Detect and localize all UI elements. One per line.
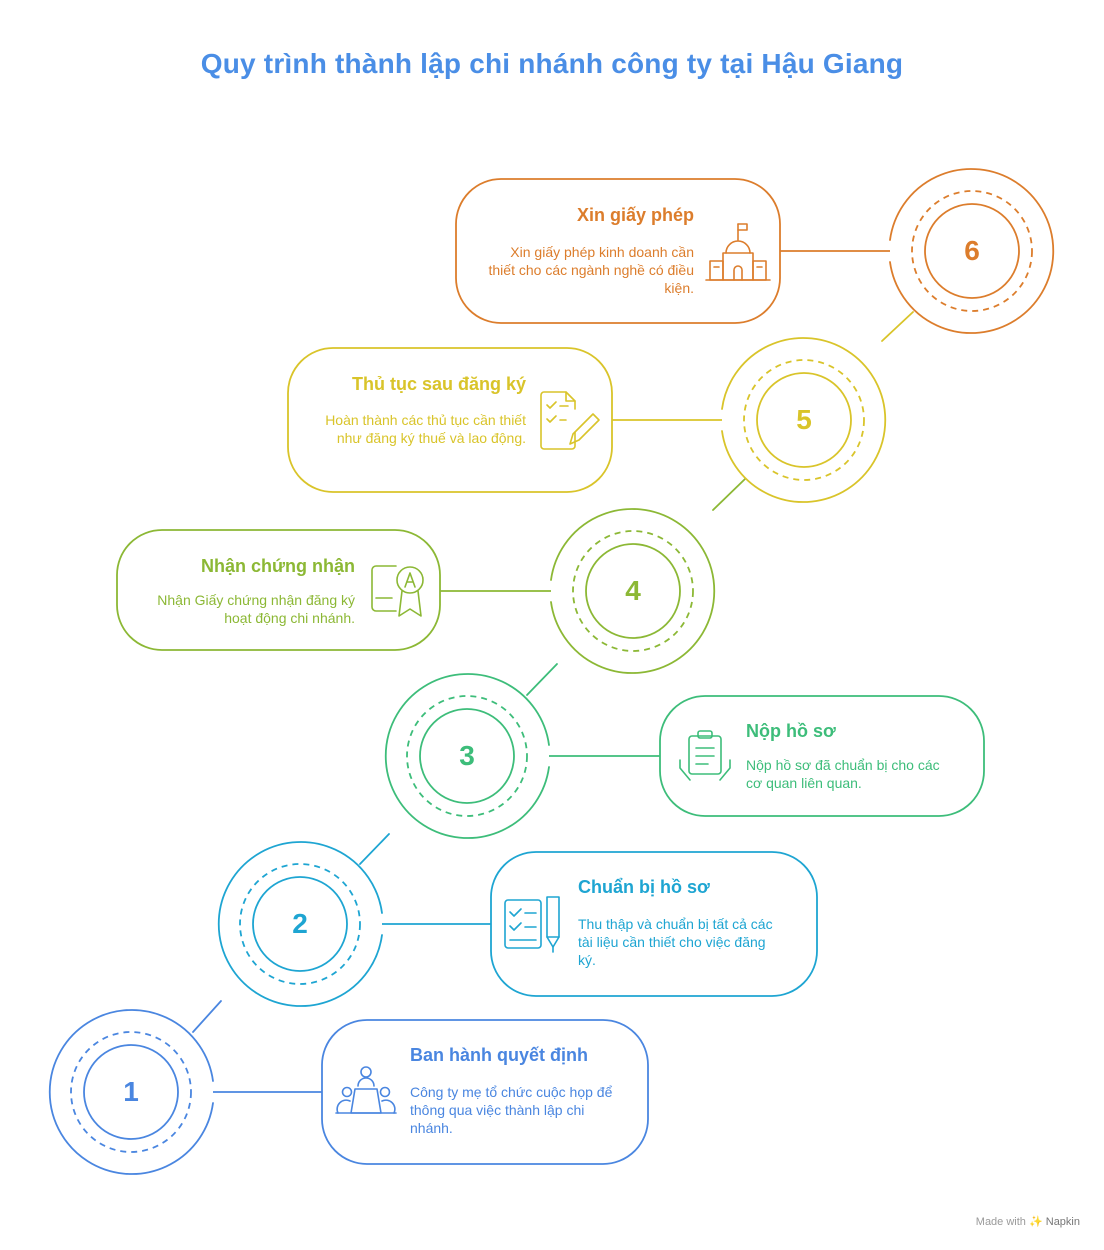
connector-5-6	[881, 311, 914, 342]
step-2	[217, 841, 818, 1007]
napkin-logo-icon: ✨	[1028, 1216, 1043, 1228]
connector-4-5	[712, 478, 746, 511]
napkin-watermark[interactable]: Made with ✨ Napkin	[976, 1215, 1080, 1228]
step-5-description: Hoàn thành các thủ tục cần thiết như đăn…	[325, 412, 526, 446]
made-with-label: Made with	[975, 1216, 1026, 1228]
step-6-description: Xin giấy phép kinh doanh cần thiết cho c…	[488, 244, 695, 296]
step-4-title: Nhận chứng nhận	[200, 556, 355, 576]
step-1-title: Ban hành quyết định	[410, 1045, 588, 1065]
step-number-2: 2	[292, 908, 308, 939]
step-5-title: Thủ tục sau đăng ký	[351, 374, 526, 394]
connector-1-2	[192, 1000, 222, 1033]
step-number-5: 5	[796, 404, 812, 435]
certificate-icon	[371, 565, 424, 617]
step-3-description: Nộp hồ sơ đã chuẩn bị cho các cơ quan li…	[746, 757, 940, 791]
document-edit-icon	[540, 391, 600, 450]
step-3-title: Nộp hồ sơ	[746, 721, 836, 741]
step-4	[116, 508, 716, 674]
step-1	[48, 1009, 649, 1175]
step-number-6: 6	[964, 235, 980, 266]
step-number-1: 1	[123, 1076, 139, 1107]
connector-3-4	[526, 663, 558, 696]
step-number-3: 3	[459, 740, 475, 771]
clipboard-hands-icon	[679, 730, 731, 781]
step-1-description: Công ty mẹ tổ chức cuộc họp để thông qua…	[410, 1084, 613, 1136]
step-2-description: Thu thập và chuẩn bị tất cả các tài liệu…	[578, 916, 773, 968]
page-title: Quy trình thành lập chi nhánh công ty tạ…	[200, 48, 904, 79]
step-5	[287, 337, 887, 503]
checklist-pen-icon	[504, 896, 560, 953]
step-6-title: Xin giấy phép	[576, 205, 694, 225]
meeting-icon	[335, 1066, 397, 1114]
brand-label: Napkin	[1045, 1216, 1080, 1228]
step-number-4: 4	[625, 575, 641, 606]
connector-2-3	[359, 833, 390, 865]
step-6	[455, 168, 1055, 334]
step-3	[384, 673, 985, 839]
government-building-icon	[705, 223, 771, 281]
step-4-description: Nhận Giấy chứng nhận đăng ký hoạt động c…	[157, 592, 355, 626]
step-2-title: Chuẩn bị hồ sơ	[578, 877, 710, 897]
